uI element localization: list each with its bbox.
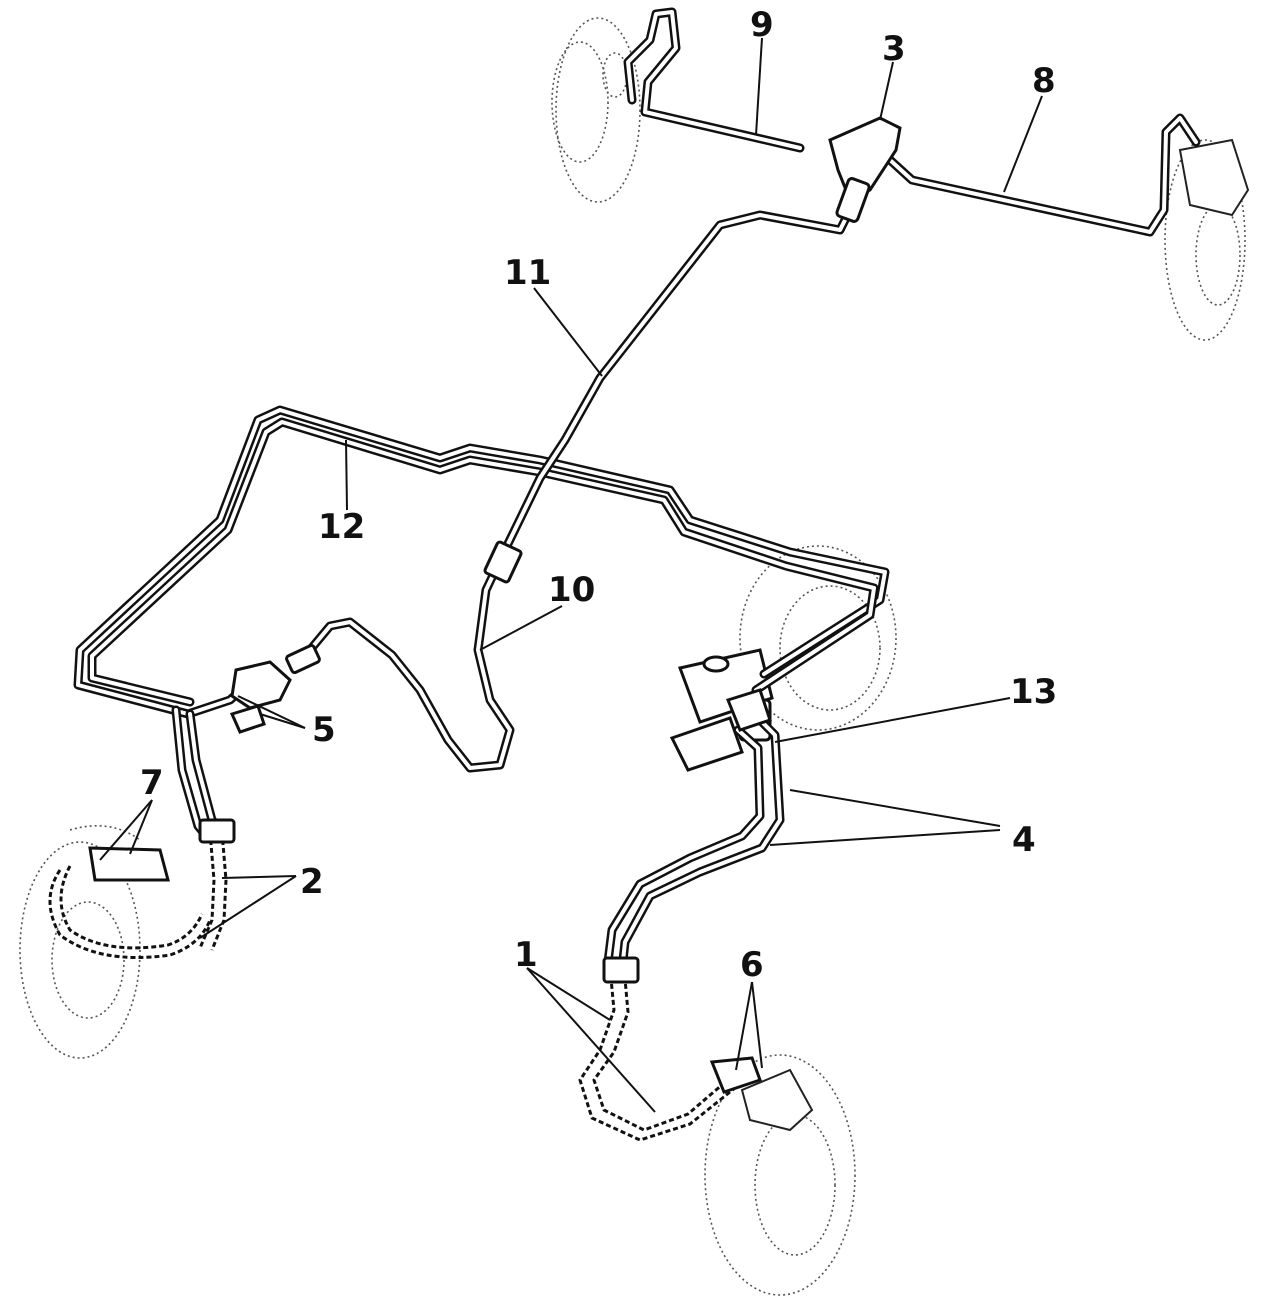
label-10: 10 [548,570,595,610]
front-right-disc [704,1054,856,1296]
mid-union [483,540,523,584]
pipe-12 [73,405,890,719]
label-1: 1 [514,935,538,975]
hose-2-front-left [198,818,236,951]
master-cylinder-union [726,688,772,732]
rear-union [828,116,902,223]
front-left-disc [19,824,141,1059]
pipe-front-left [171,705,227,841]
rear-left-disc [551,17,641,203]
label-2: 2 [300,862,324,902]
label-5: 5 [312,710,336,750]
label-7: 7 [140,763,164,803]
label-8: 8 [1032,61,1056,101]
leader-lines [99,37,1043,1113]
label-3: 3 [882,29,906,69]
rear-right-disc [1164,138,1250,341]
pipe-8 [885,113,1201,237]
front-left-union [229,643,321,734]
pipe-11 [499,185,865,557]
label-13: 13 [1010,672,1057,712]
label-9: 9 [750,5,774,45]
label-4: 4 [1012,820,1036,860]
pipe-9 [623,7,805,153]
hose-1-front-right [578,956,746,1142]
label-6: 6 [740,945,764,985]
brake-servo [739,545,897,731]
pipe-4 [603,707,785,975]
hose-7-front-left [48,846,212,959]
label-12: 12 [318,507,365,547]
pipe-10 [305,547,515,773]
label-11: 11 [504,253,551,293]
